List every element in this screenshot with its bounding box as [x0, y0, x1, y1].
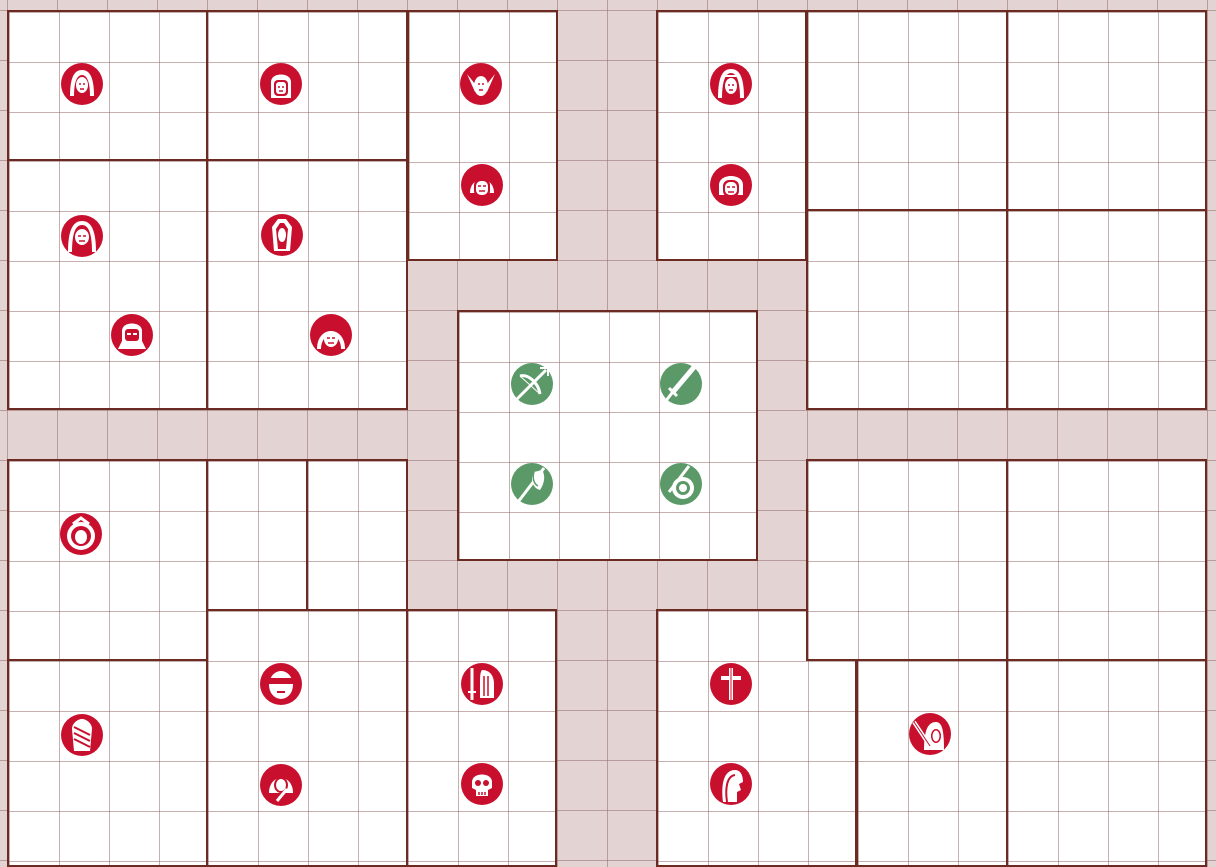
- sword-hand-icon[interactable]: [460, 662, 504, 706]
- shield-icon[interactable]: [659, 462, 703, 506]
- room-d4[interactable]: [856, 659, 1008, 867]
- room-a4[interactable]: [206, 159, 408, 410]
- room-a3[interactable]: [7, 159, 208, 410]
- crossbow-icon[interactable]: [510, 362, 554, 406]
- room-a1[interactable]: [7, 10, 208, 161]
- room-c2[interactable]: [206, 459, 308, 611]
- goblin-face-icon[interactable]: [709, 163, 753, 207]
- room-b5[interactable]: [1006, 209, 1207, 410]
- room-c5[interactable]: [206, 609, 408, 867]
- masked-face-icon[interactable]: [259, 662, 303, 706]
- room-c1[interactable]: [7, 459, 208, 661]
- room-b3[interactable]: [1006, 10, 1207, 211]
- fighter-face-icon[interactable]: [259, 763, 303, 807]
- barbarian-face-icon[interactable]: [60, 214, 104, 258]
- elf-face-icon[interactable]: [459, 62, 503, 106]
- room-c4[interactable]: [7, 659, 208, 867]
- axe-icon[interactable]: [510, 462, 554, 506]
- helmeted-face-icon[interactable]: [259, 62, 303, 106]
- sword-icon[interactable]: [659, 362, 703, 406]
- hooded-face-icon[interactable]: [59, 512, 103, 556]
- orc-face-icon[interactable]: [460, 163, 504, 207]
- room-c6[interactable]: [406, 609, 557, 867]
- sorceress-face-icon[interactable]: [709, 62, 753, 106]
- cross-icon[interactable]: [709, 662, 753, 706]
- room-b1[interactable]: [656, 10, 807, 261]
- skull-icon[interactable]: [460, 762, 504, 806]
- room-d5[interactable]: [1006, 659, 1207, 867]
- room-a5[interactable]: [407, 10, 558, 261]
- room-a2[interactable]: [206, 10, 408, 161]
- swordsman-face-icon[interactable]: [908, 712, 952, 756]
- room-d2[interactable]: [806, 459, 1008, 661]
- room-center[interactable]: [457, 310, 758, 561]
- mummy-face-icon[interactable]: [60, 713, 104, 757]
- knight-face-icon[interactable]: [110, 313, 154, 357]
- cloaked-profile-icon[interactable]: [709, 762, 753, 806]
- ogre-face-icon[interactable]: [309, 313, 353, 357]
- room-d3[interactable]: [1006, 459, 1207, 661]
- room-b4[interactable]: [806, 209, 1008, 410]
- warrior-face-icon[interactable]: [60, 62, 104, 106]
- room-b2[interactable]: [806, 10, 1008, 211]
- room-c3[interactable]: [306, 459, 408, 611]
- dwarf-face-icon[interactable]: [260, 213, 304, 257]
